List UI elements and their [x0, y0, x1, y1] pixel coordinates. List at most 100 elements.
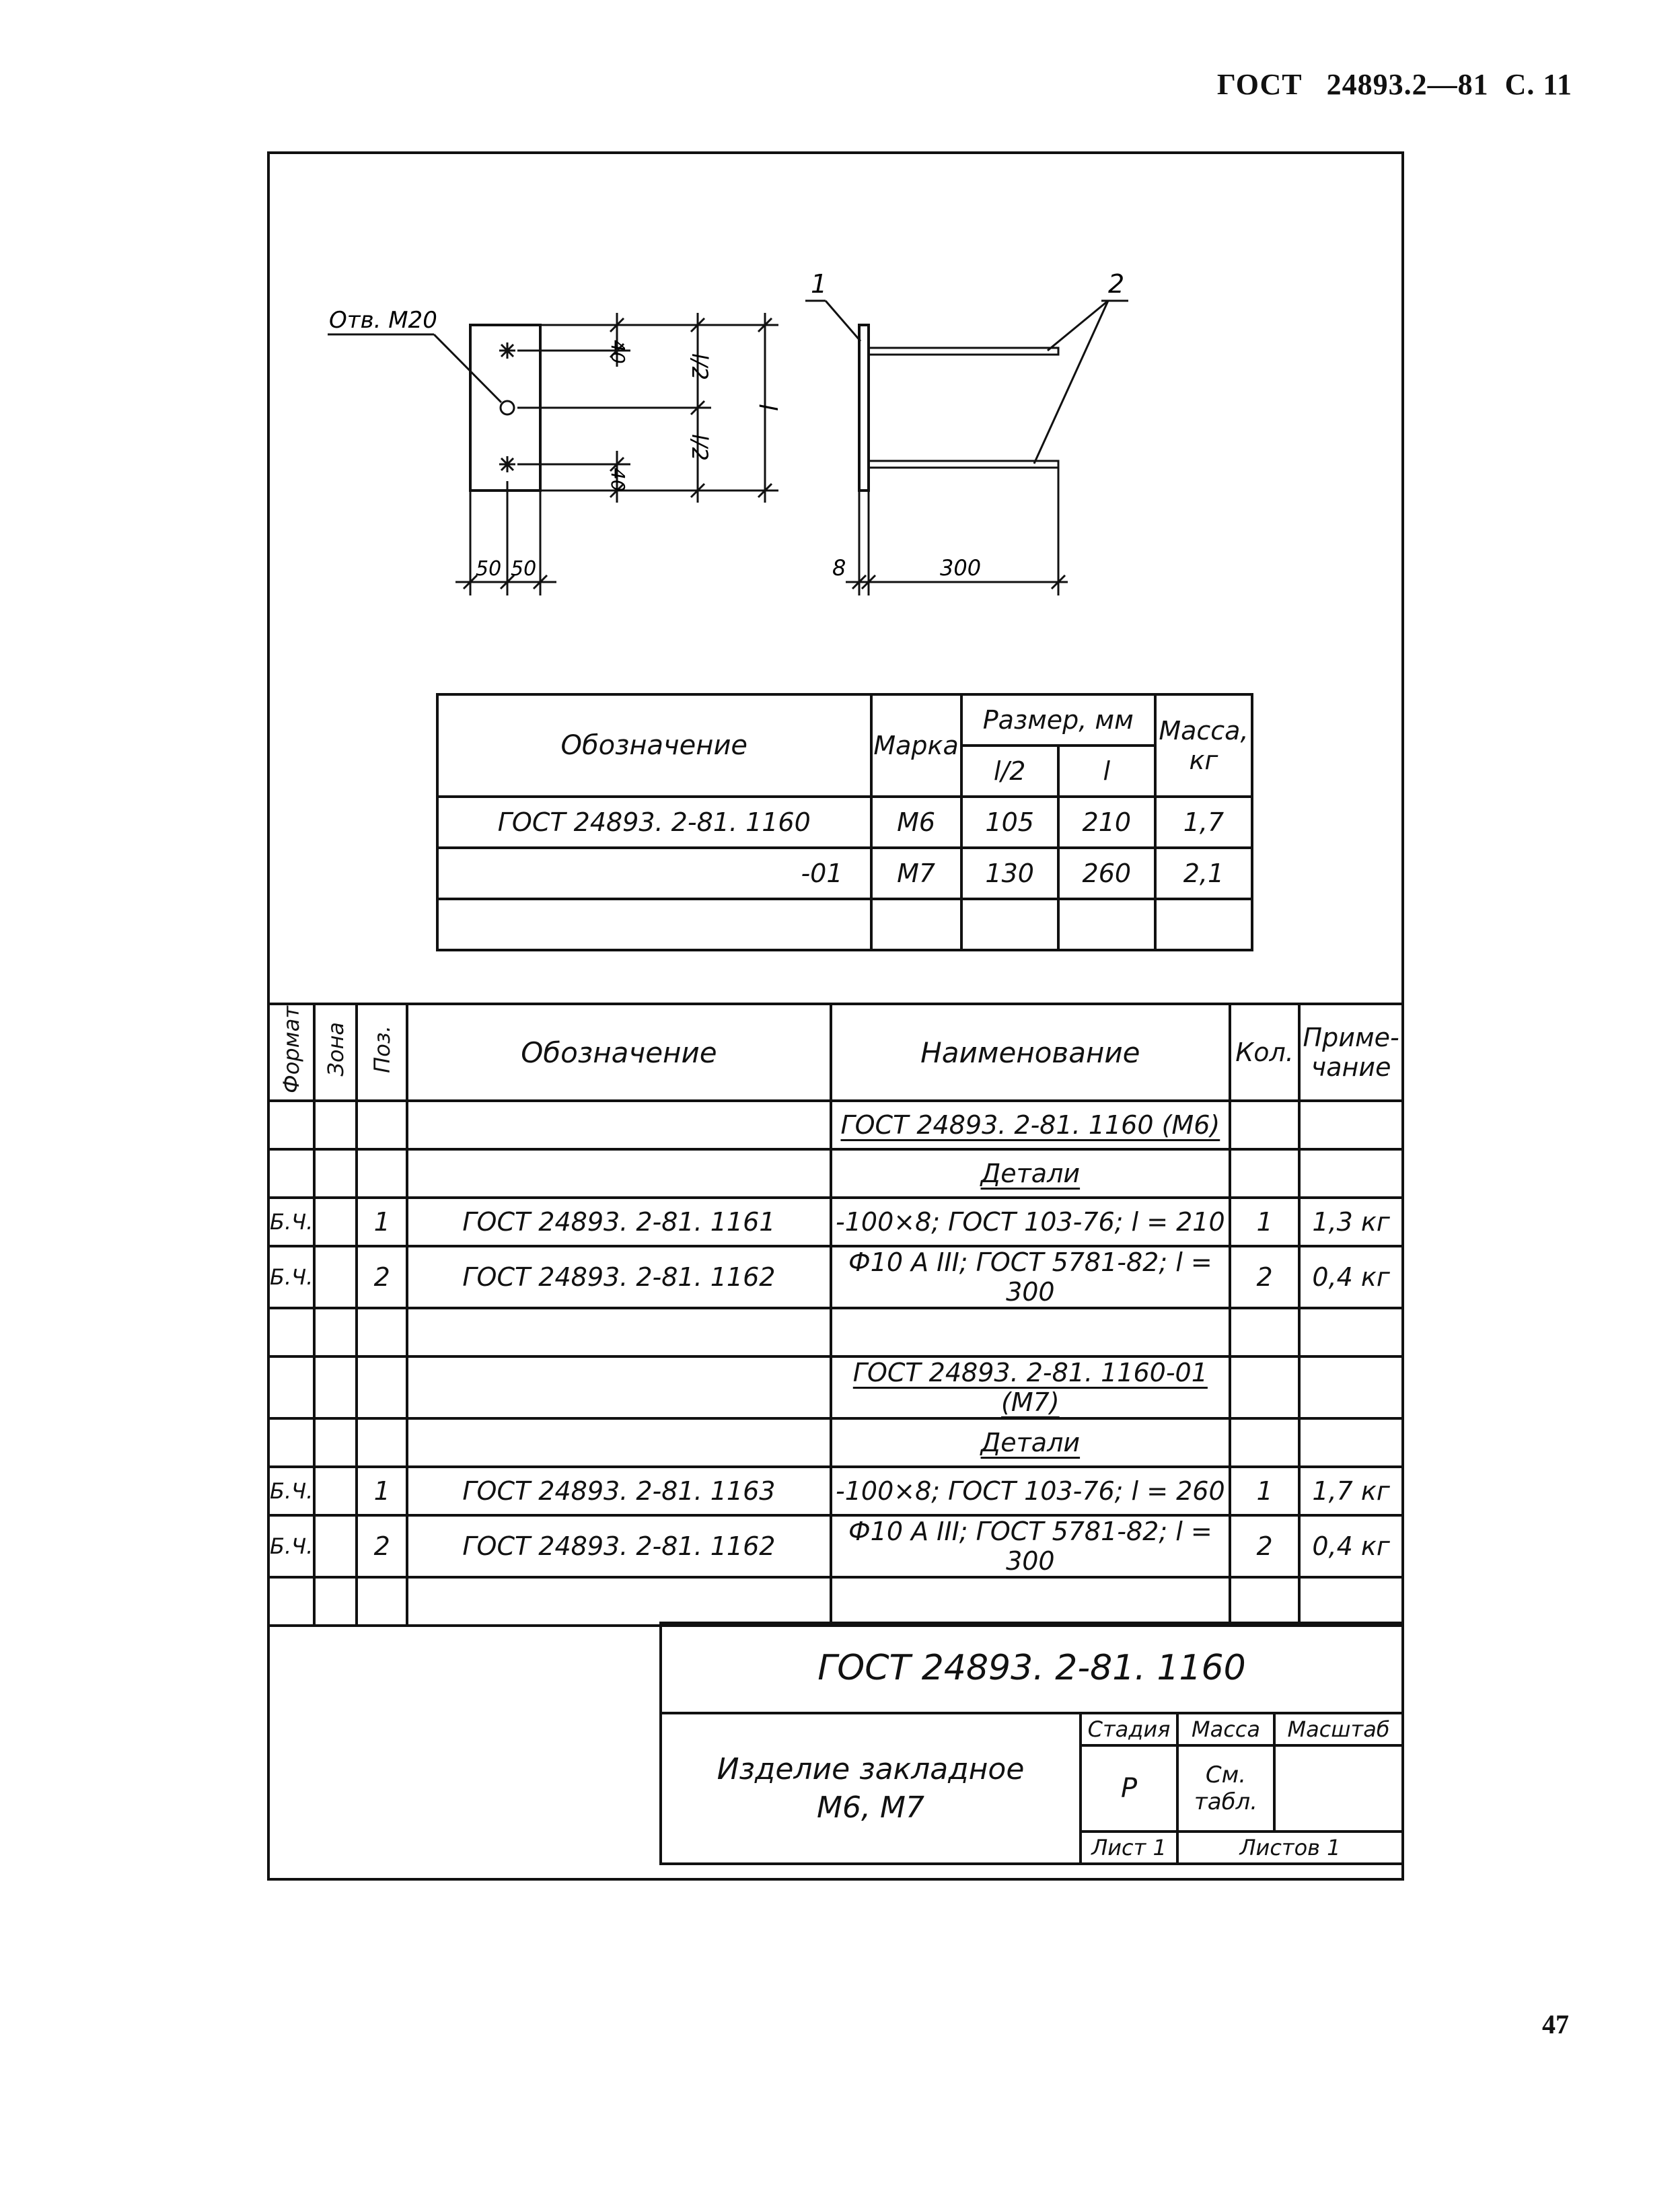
spec-qty [1228, 1355, 1301, 1420]
dim-40-bottom: 40 [607, 468, 629, 492]
spec-header-zone: Зона [313, 1003, 359, 1102]
spec-zone [313, 1355, 359, 1420]
dim-40-top: 40 [607, 340, 629, 364]
spec-name: Ф10 А III; ГОСТ 5781-82; l = 300 [829, 1514, 1231, 1579]
table-row: ГОСТ 24893. 2-81. 1160-01 (М7) [266, 1355, 1404, 1420]
spec-pos [355, 1417, 408, 1468]
mark-full [1056, 898, 1157, 951]
title-sheets: Листов 1 [1176, 1830, 1404, 1865]
spec-format: Б.Ч. [266, 1465, 316, 1517]
mark-half [959, 898, 1060, 951]
spec-designation: ГОСТ 24893. 2-81. 1161 [405, 1196, 832, 1247]
mark-half: 105 [959, 795, 1060, 849]
spec-note: 1,7 кг [1298, 1465, 1404, 1517]
spec-zone [313, 1417, 359, 1468]
spec-name: Ф10 А III; ГОСТ 5781-82; l = 300 [829, 1245, 1231, 1309]
title-sheet: Лист 1 [1079, 1830, 1179, 1865]
anchor-bottom-mark [499, 456, 515, 472]
title-mass-value: См. табл. [1176, 1744, 1276, 1833]
spec-zone [313, 1245, 359, 1309]
spec-designation: ГОСТ 24893. 2-81. 1162 [405, 1245, 832, 1309]
spec-pos: 1 [355, 1465, 408, 1517]
mark-mark: М7 [869, 846, 963, 900]
spec-zone [313, 1196, 359, 1247]
spec-note [1298, 1099, 1404, 1151]
spec-zone [313, 1307, 359, 1358]
spec-note [1298, 1417, 1404, 1468]
mark-full: 210 [1056, 795, 1157, 849]
spec-pos [355, 1576, 408, 1627]
mark-half: 130 [959, 846, 1060, 900]
spec-designation [405, 1576, 832, 1627]
title-code: ГОСТ 24893. 2-81. 1160 [659, 1622, 1404, 1714]
spec-zone [313, 1465, 359, 1517]
spec-header-name: Наименование [829, 1003, 1231, 1102]
spec-zone [313, 1148, 359, 1199]
mark-header-mark: Марка [869, 693, 963, 798]
spec-name: ГОСТ 24893. 2-81. 1160-01 (М7) [829, 1355, 1231, 1420]
dim-300: 300 [940, 555, 981, 581]
title-stage-label: Стадия [1079, 1712, 1179, 1747]
spec-table: Формат Зона Поз. Обозначение Наименовани… [266, 1003, 1404, 1627]
spec-designation [405, 1417, 832, 1468]
header-number: 24893.2—81 [1326, 68, 1489, 101]
spec-zone [313, 1099, 359, 1151]
hole-center [499, 400, 515, 416]
title-name-line2: М6, М7 [817, 1790, 924, 1825]
spec-qty [1228, 1417, 1301, 1468]
spec-designation: ГОСТ 24893. 2-81. 1163 [405, 1465, 832, 1517]
mark-designation [436, 898, 873, 951]
mark-mass: 1,7 [1153, 795, 1254, 849]
spec-pos [355, 1307, 408, 1358]
leader-1-label: 1 [811, 269, 827, 299]
header-standard: ГОСТ [1216, 68, 1303, 101]
mark-mark [869, 898, 963, 951]
table-row [436, 898, 1254, 951]
mark-header-half: l/2 [959, 744, 1060, 798]
spec-name [829, 1576, 1231, 1627]
mark-designation: -01 [436, 846, 873, 900]
title-scale-value [1273, 1744, 1404, 1833]
spec-pos [355, 1099, 408, 1151]
spec-qty: 2 [1228, 1245, 1301, 1309]
table-row: -01 М7 130 260 2,1 [436, 846, 1254, 900]
spec-header-pos: Поз. [355, 1003, 408, 1102]
spec-pos: 2 [355, 1245, 408, 1309]
spec-name: Детали [829, 1417, 1231, 1468]
spec-qty: 1 [1228, 1465, 1301, 1517]
spec-designation: ГОСТ 24893. 2-81. 1162 [405, 1514, 832, 1579]
title-block: ГОСТ 24893. 2-81. 1160 Изделие закладное… [659, 1622, 1404, 1865]
dim-l-half-bottom: l/2 [687, 434, 713, 461]
spec-qty [1228, 1307, 1301, 1358]
title-stage-value: Р [1079, 1744, 1179, 1833]
anchor-bar-bottom [867, 460, 1060, 469]
spec-qty [1228, 1576, 1301, 1627]
title-name-line1: Изделие закладное [717, 1751, 1025, 1786]
spec-pos [355, 1355, 408, 1420]
spec-name: -100×8; ГОСТ 103-76; l = 210 [829, 1196, 1231, 1247]
spec-format [266, 1417, 316, 1468]
page-number: 47 [1542, 2009, 1569, 2039]
page-header: ГОСТ 24893.2—81 С. 11 [1217, 67, 1572, 102]
mark-full: 260 [1056, 846, 1157, 900]
spec-note [1298, 1576, 1404, 1627]
table-row [266, 1307, 1404, 1358]
spec-format [266, 1099, 316, 1151]
table-row: ГОСТ 24893. 2-81. 1160 М6 105 210 1,7 [436, 795, 1254, 849]
spec-header-designation: Обозначение [405, 1003, 832, 1102]
anchor-top-mark [499, 342, 515, 359]
spec-note [1298, 1148, 1404, 1199]
mark-table: Обозначение Марка Размер, мм Масса, кг l… [436, 693, 1254, 951]
spec-note [1298, 1355, 1404, 1420]
spec-zone [313, 1514, 359, 1579]
embedded-part-drawing: Отв. М20 40 40 l/2 l/2 l 50 50 1 2 8 300 [328, 269, 1128, 595]
dim-l: l [754, 404, 781, 410]
table-row: Детали [266, 1148, 1404, 1199]
spec-header-qty: Кол. [1228, 1003, 1301, 1102]
leader-2-label: 2 [1108, 269, 1124, 299]
spec-pos: 1 [355, 1196, 408, 1247]
dim-8: 8 [832, 555, 846, 581]
